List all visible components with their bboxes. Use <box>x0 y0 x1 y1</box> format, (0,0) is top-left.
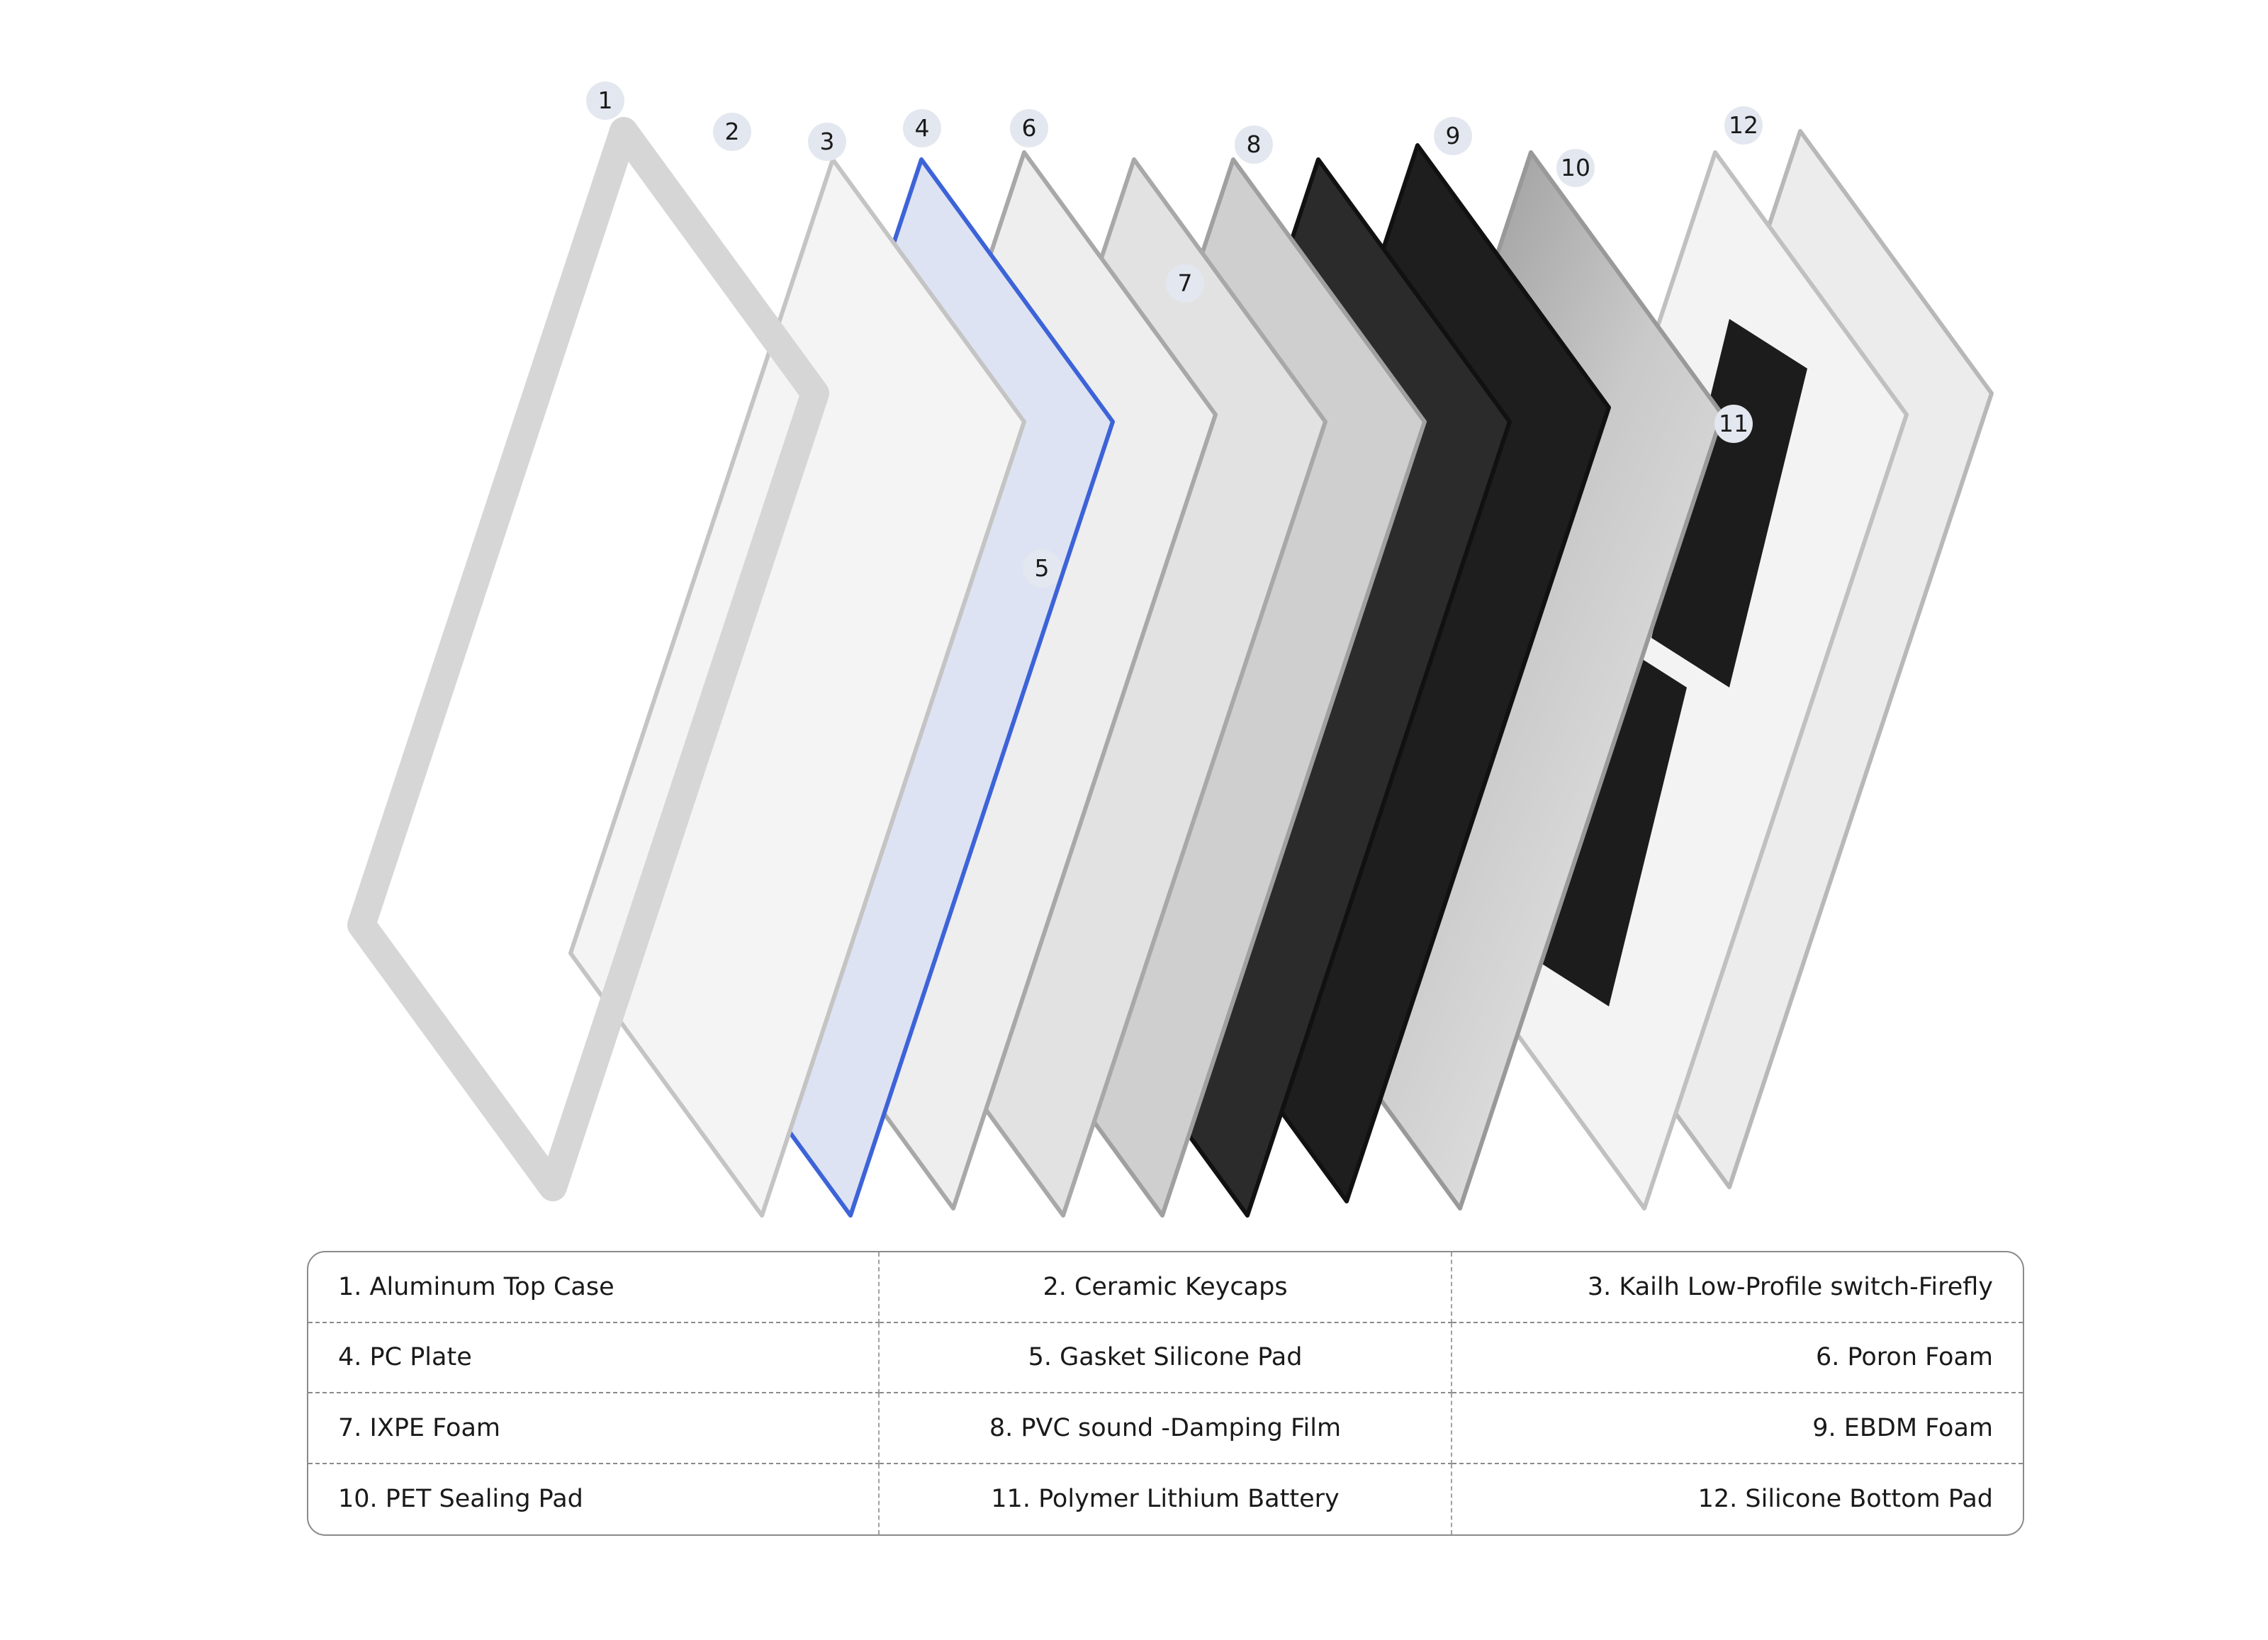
legend-cell: 4. PC Plate <box>308 1322 880 1393</box>
callout-badge-7: 7 <box>1166 264 1204 303</box>
callout-badge-9: 9 <box>1434 117 1472 155</box>
callout-badge-11: 11 <box>1714 405 1753 443</box>
legend-cell: 12. Silicone Bottom Pad <box>1697 1485 1993 1514</box>
callout-badge-6: 6 <box>1010 109 1048 147</box>
legend-cell: 5. Gasket Silicone Pad <box>880 1322 1452 1393</box>
keycaps-layer <box>568 157 1026 1218</box>
legend-cell: 8. PVC sound -Damping Film <box>880 1393 1452 1464</box>
callout-badge-4: 4 <box>903 109 941 147</box>
legend-cell: 7. IXPE Foam <box>308 1393 880 1464</box>
exploded-keyboard-diagram <box>347 117 1994 1218</box>
legend-cell: 1. Aluminum Top Case <box>308 1252 880 1323</box>
callout-badge-12: 12 <box>1724 106 1763 145</box>
top-case-layer <box>347 117 829 1201</box>
legend-cell: 9. EBDM Foam <box>1452 1393 2023 1464</box>
legend-cell: 10. PET Sealing Pad <box>308 1464 880 1534</box>
battery-cell <box>1651 319 1807 687</box>
callout-badge-3: 3 <box>808 123 846 161</box>
legend-cell: 3. Kailh Low-Profile switch-Firefly <box>1452 1252 2023 1323</box>
callout-badge-10: 10 <box>1556 149 1595 187</box>
legend-cell: 6. Poron Foam <box>1452 1323 2023 1393</box>
callout-badge-8: 8 <box>1235 125 1273 164</box>
callout-badge-1: 1 <box>586 82 624 120</box>
battery-cell <box>1531 638 1687 1006</box>
callout-badge-5: 5 <box>1023 549 1061 588</box>
legend-cell: 11. Polymer Lithium Battery <box>880 1464 1452 1534</box>
callout-badge-2: 2 <box>713 113 751 151</box>
legend-cell: 2. Ceramic Keycaps <box>880 1252 1452 1323</box>
